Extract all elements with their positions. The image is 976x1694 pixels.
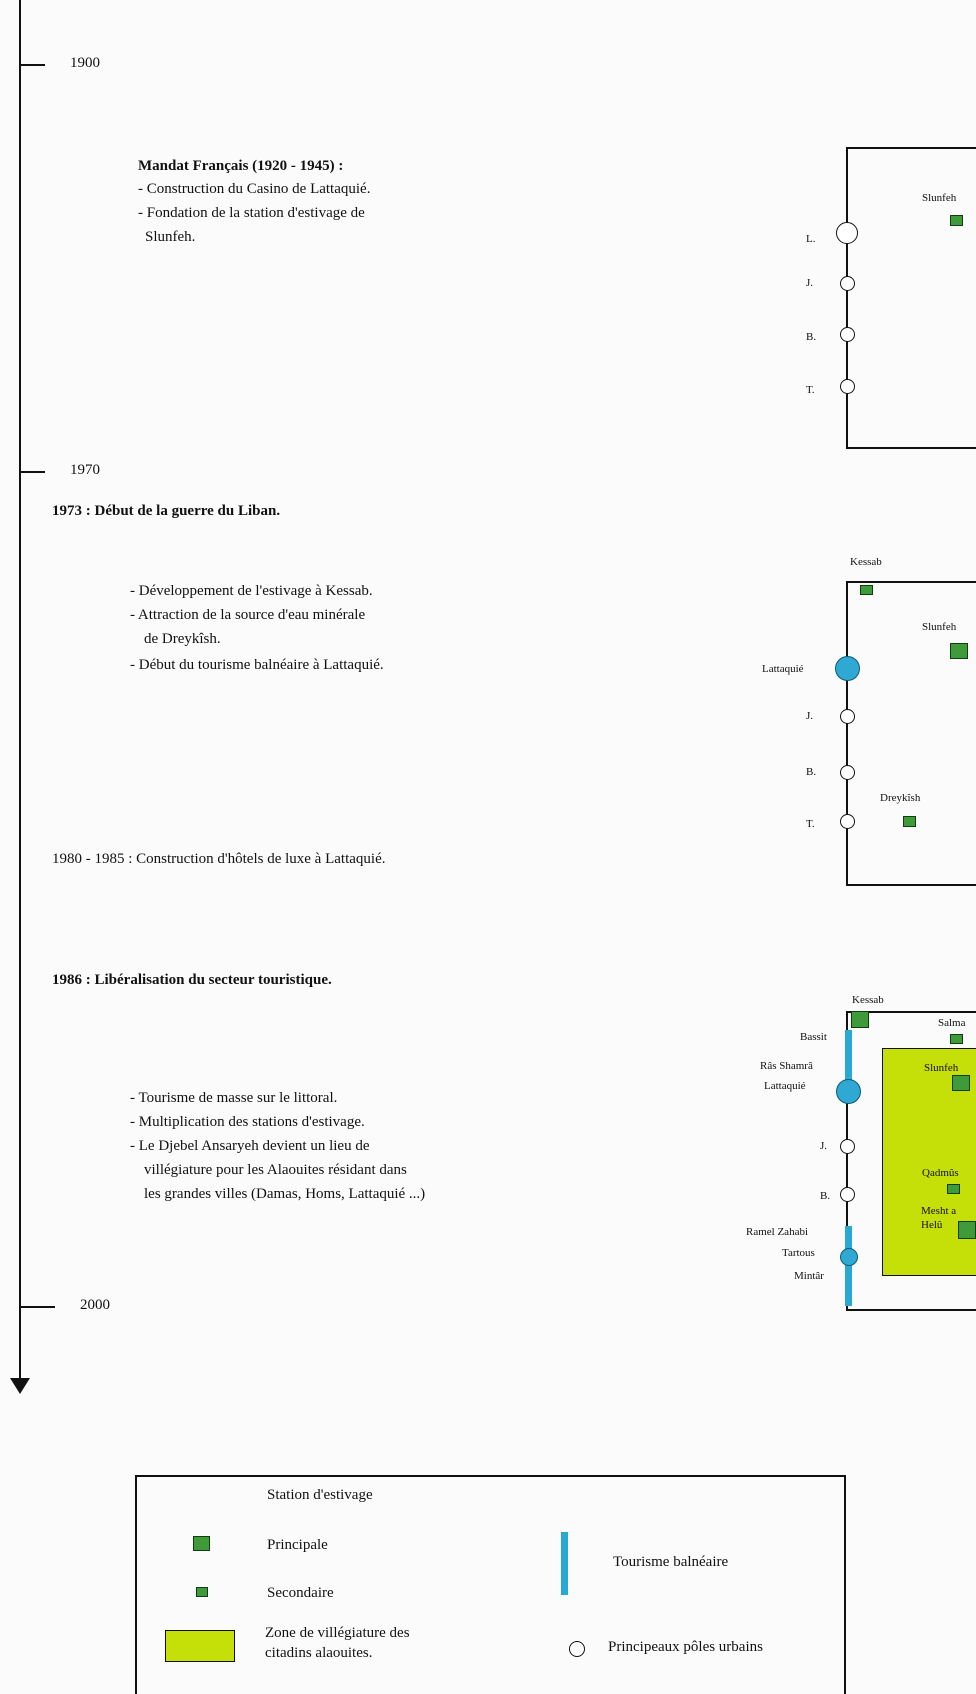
tick-1970 [20, 471, 45, 473]
legend-poles-label: Principeaux pôles urbains [608, 1639, 763, 1655]
map3-kessab-station-icon [851, 1011, 869, 1028]
map2-slunfeh-station-icon [950, 643, 968, 659]
map2-frame [846, 581, 976, 886]
legend-zone-icon [165, 1630, 235, 1662]
period2-line: - Développement de l'estivage à Kessab. [130, 583, 373, 599]
map3-b-label: B. [820, 1190, 831, 1202]
legend-zone-label: Zone de villégiature des [265, 1625, 410, 1641]
map3-kessab-label: Kessab [852, 994, 884, 1006]
legend-balneaire-label: Tourisme balnéaire [613, 1554, 729, 1570]
map1-city-label: B. [806, 331, 817, 343]
period3-line: les grandes villes (Damas, Homs, Lattaqu… [144, 1186, 426, 1202]
map3-qadmus-station-icon [947, 1184, 960, 1194]
map2-dreykish-station-icon [903, 816, 916, 827]
map3-coast-south [845, 1226, 852, 1306]
map2-lattaquie-label: Lattaquié [762, 663, 804, 675]
year-1900: 1900 [70, 55, 100, 71]
period3-line: - Le Djebel Ansaryeh devient un lieu de [130, 1138, 370, 1154]
map2-city-label: J. [806, 710, 814, 722]
map3-slunfeh-label: Slunfeh [924, 1062, 959, 1074]
year-1970: 1970 [70, 462, 100, 478]
map1-city-j-icon [840, 276, 855, 291]
map3-coast-north [845, 1030, 852, 1090]
map3-helu-label: Helû [921, 1219, 943, 1231]
period3-line: - Multiplication des stations d'estivage… [130, 1114, 365, 1130]
map1-slunfeh-label: Slunfeh [922, 192, 957, 204]
map3-bassit-label: Bassit [800, 1031, 827, 1043]
map2-city-t-icon [840, 814, 855, 829]
map1-frame [846, 147, 976, 449]
legend-secondaire-label: Secondaire [267, 1585, 334, 1601]
map3-qadmus-label: Qadmûs [922, 1167, 959, 1179]
map1-slunfeh-station-icon [950, 215, 963, 226]
period1-line: - Construction du Casino de Lattaquié. [138, 181, 371, 197]
legend-coast-icon [561, 1532, 568, 1595]
map2-city-label: B. [806, 766, 817, 778]
map3-ramel-zahabi-label: Ramel Zahabi [746, 1226, 809, 1238]
map3-ras-shamra-label: Râs Shamrâ [760, 1060, 813, 1072]
period2-line: - Début du tourisme balnéaire à Lattaqui… [130, 657, 384, 673]
event-1980: 1980 - 1985 : Construction d'hôtels de l… [52, 851, 386, 867]
map2-city-label: T. [806, 818, 815, 830]
timeline-axis [19, 0, 21, 1386]
map2-dreykish-label: Dreykîsh [880, 792, 921, 804]
map3-lattaquie-label: Lattaquié [764, 1080, 806, 1092]
legend-principale-icon [193, 1536, 210, 1551]
legend-principale-label: Principale [267, 1537, 328, 1553]
legend-header: Station d'estivage [267, 1487, 373, 1503]
map2-kessab-label: Kessab [850, 556, 882, 568]
period2-line: de Dreykîsh. [144, 631, 221, 647]
map3-helu-station-icon [958, 1221, 976, 1239]
map3-city-j-icon [840, 1139, 855, 1154]
map1-city-b-icon [840, 327, 855, 342]
map1-city-label: J. [806, 277, 814, 289]
map3-salma-label: Salma [938, 1017, 966, 1029]
legend-city-icon [569, 1641, 585, 1657]
map3-lattaquie-city-icon [836, 1079, 861, 1104]
map1-city-label: T. [806, 384, 815, 396]
period1-line: - Fondation de la station d'estivage de [138, 205, 365, 221]
map3-tartous-label: Tartous [782, 1247, 815, 1259]
map2-lattaquie-city-icon [835, 656, 860, 681]
map3-city-b-icon [840, 1187, 855, 1202]
map2-kessab-station-icon [860, 585, 873, 595]
map1-city-label: L. [806, 233, 816, 245]
map3-j-label: J. [820, 1140, 828, 1152]
map3-slunfeh-station-icon [952, 1075, 970, 1091]
legend-zone-label: citadins alaouites. [265, 1645, 373, 1661]
period3-line: villégiature pour les Alaouites résidant… [144, 1162, 407, 1178]
period2-line: - Attraction de la source d'eau minérale [130, 607, 366, 623]
map3-tartous-city-icon [840, 1248, 858, 1266]
map3-mesht-a-label: Mesht a [921, 1205, 957, 1217]
period1-title: Mandat Français (1920 - 1945) : [138, 158, 344, 174]
map3-salma-station-icon [950, 1034, 963, 1044]
event-1973: 1973 : Début de la guerre du Liban. [52, 503, 281, 519]
map2-slunfeh-label: Slunfeh [922, 621, 957, 633]
tick-1900 [20, 64, 45, 66]
map1-city-l-icon [836, 222, 858, 244]
tick-2000 [20, 1306, 55, 1308]
map3-mintar-label: Mintâr [794, 1270, 824, 1282]
legend [135, 1475, 846, 1694]
timeline-arrow-icon [10, 1378, 30, 1394]
year-2000: 2000 [80, 1297, 110, 1313]
period1-line: Slunfeh. [145, 229, 196, 245]
period3-line: - Tourisme de masse sur le littoral. [130, 1090, 338, 1106]
legend-secondaire-icon [196, 1587, 208, 1597]
map2-city-j-icon [840, 709, 855, 724]
map1-city-t-icon [840, 379, 855, 394]
event-1986: 1986 : Libéralisation du secteur tourist… [52, 972, 332, 988]
map2-city-b-icon [840, 765, 855, 780]
